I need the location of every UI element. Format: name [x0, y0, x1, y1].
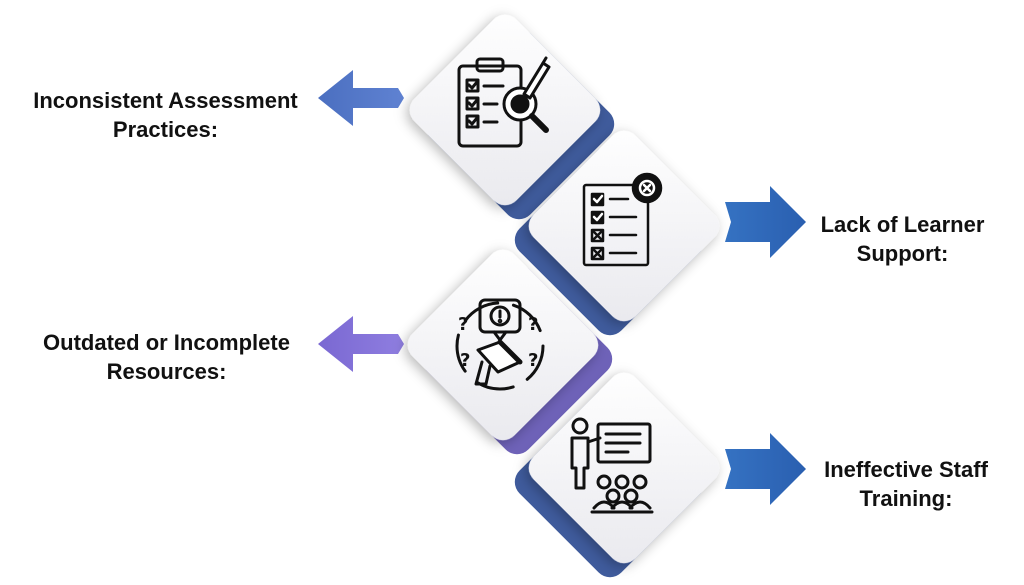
label-outdated-resources: Outdated or Incomplete Resources: — [14, 328, 319, 386]
arrow-left-3 — [318, 316, 404, 372]
teacher-presentation-icon — [570, 417, 654, 514]
clipboard-magnifier-icon — [457, 56, 551, 148]
label-2-line1: Lack of Learner — [820, 212, 985, 237]
arrow-right-2 — [725, 186, 806, 258]
arrow-left-1 — [318, 70, 404, 126]
label-1-line1: Inconsistent Assessment — [33, 88, 298, 113]
svg-text:?: ? — [460, 350, 470, 371]
megaphone-question-icon: ? ? ? ? — [455, 298, 545, 391]
label-ineffective-staff-training: Ineffective Staff Training: — [800, 455, 1012, 513]
label-4-line1: Ineffective Staff — [824, 457, 988, 482]
arrow-right-4 — [725, 433, 806, 505]
checklist-reject-icon — [582, 172, 663, 267]
svg-text:?: ? — [458, 314, 468, 335]
label-inconsistent-assessment: Inconsistent Assessment Practices: — [8, 86, 323, 144]
svg-text:?: ? — [528, 314, 538, 335]
diamond-tile-2 — [514, 130, 720, 336]
svg-text:?: ? — [528, 350, 538, 371]
diamond-tile-1 — [409, 14, 615, 220]
label-3-line1: Outdated or Incomplete — [43, 330, 290, 355]
label-2-line2: Support: — [856, 241, 949, 266]
label-3-line2: Resources: — [106, 359, 227, 384]
diamond-tile-4 — [514, 372, 720, 578]
label-lack-of-learner-support: Lack of Learner Support: — [800, 210, 1005, 268]
label-1-line2: Practices: — [112, 117, 219, 142]
label-4-line2: Training: — [859, 486, 953, 511]
diamond-tile-3: ? ? ? ? — [407, 249, 613, 455]
